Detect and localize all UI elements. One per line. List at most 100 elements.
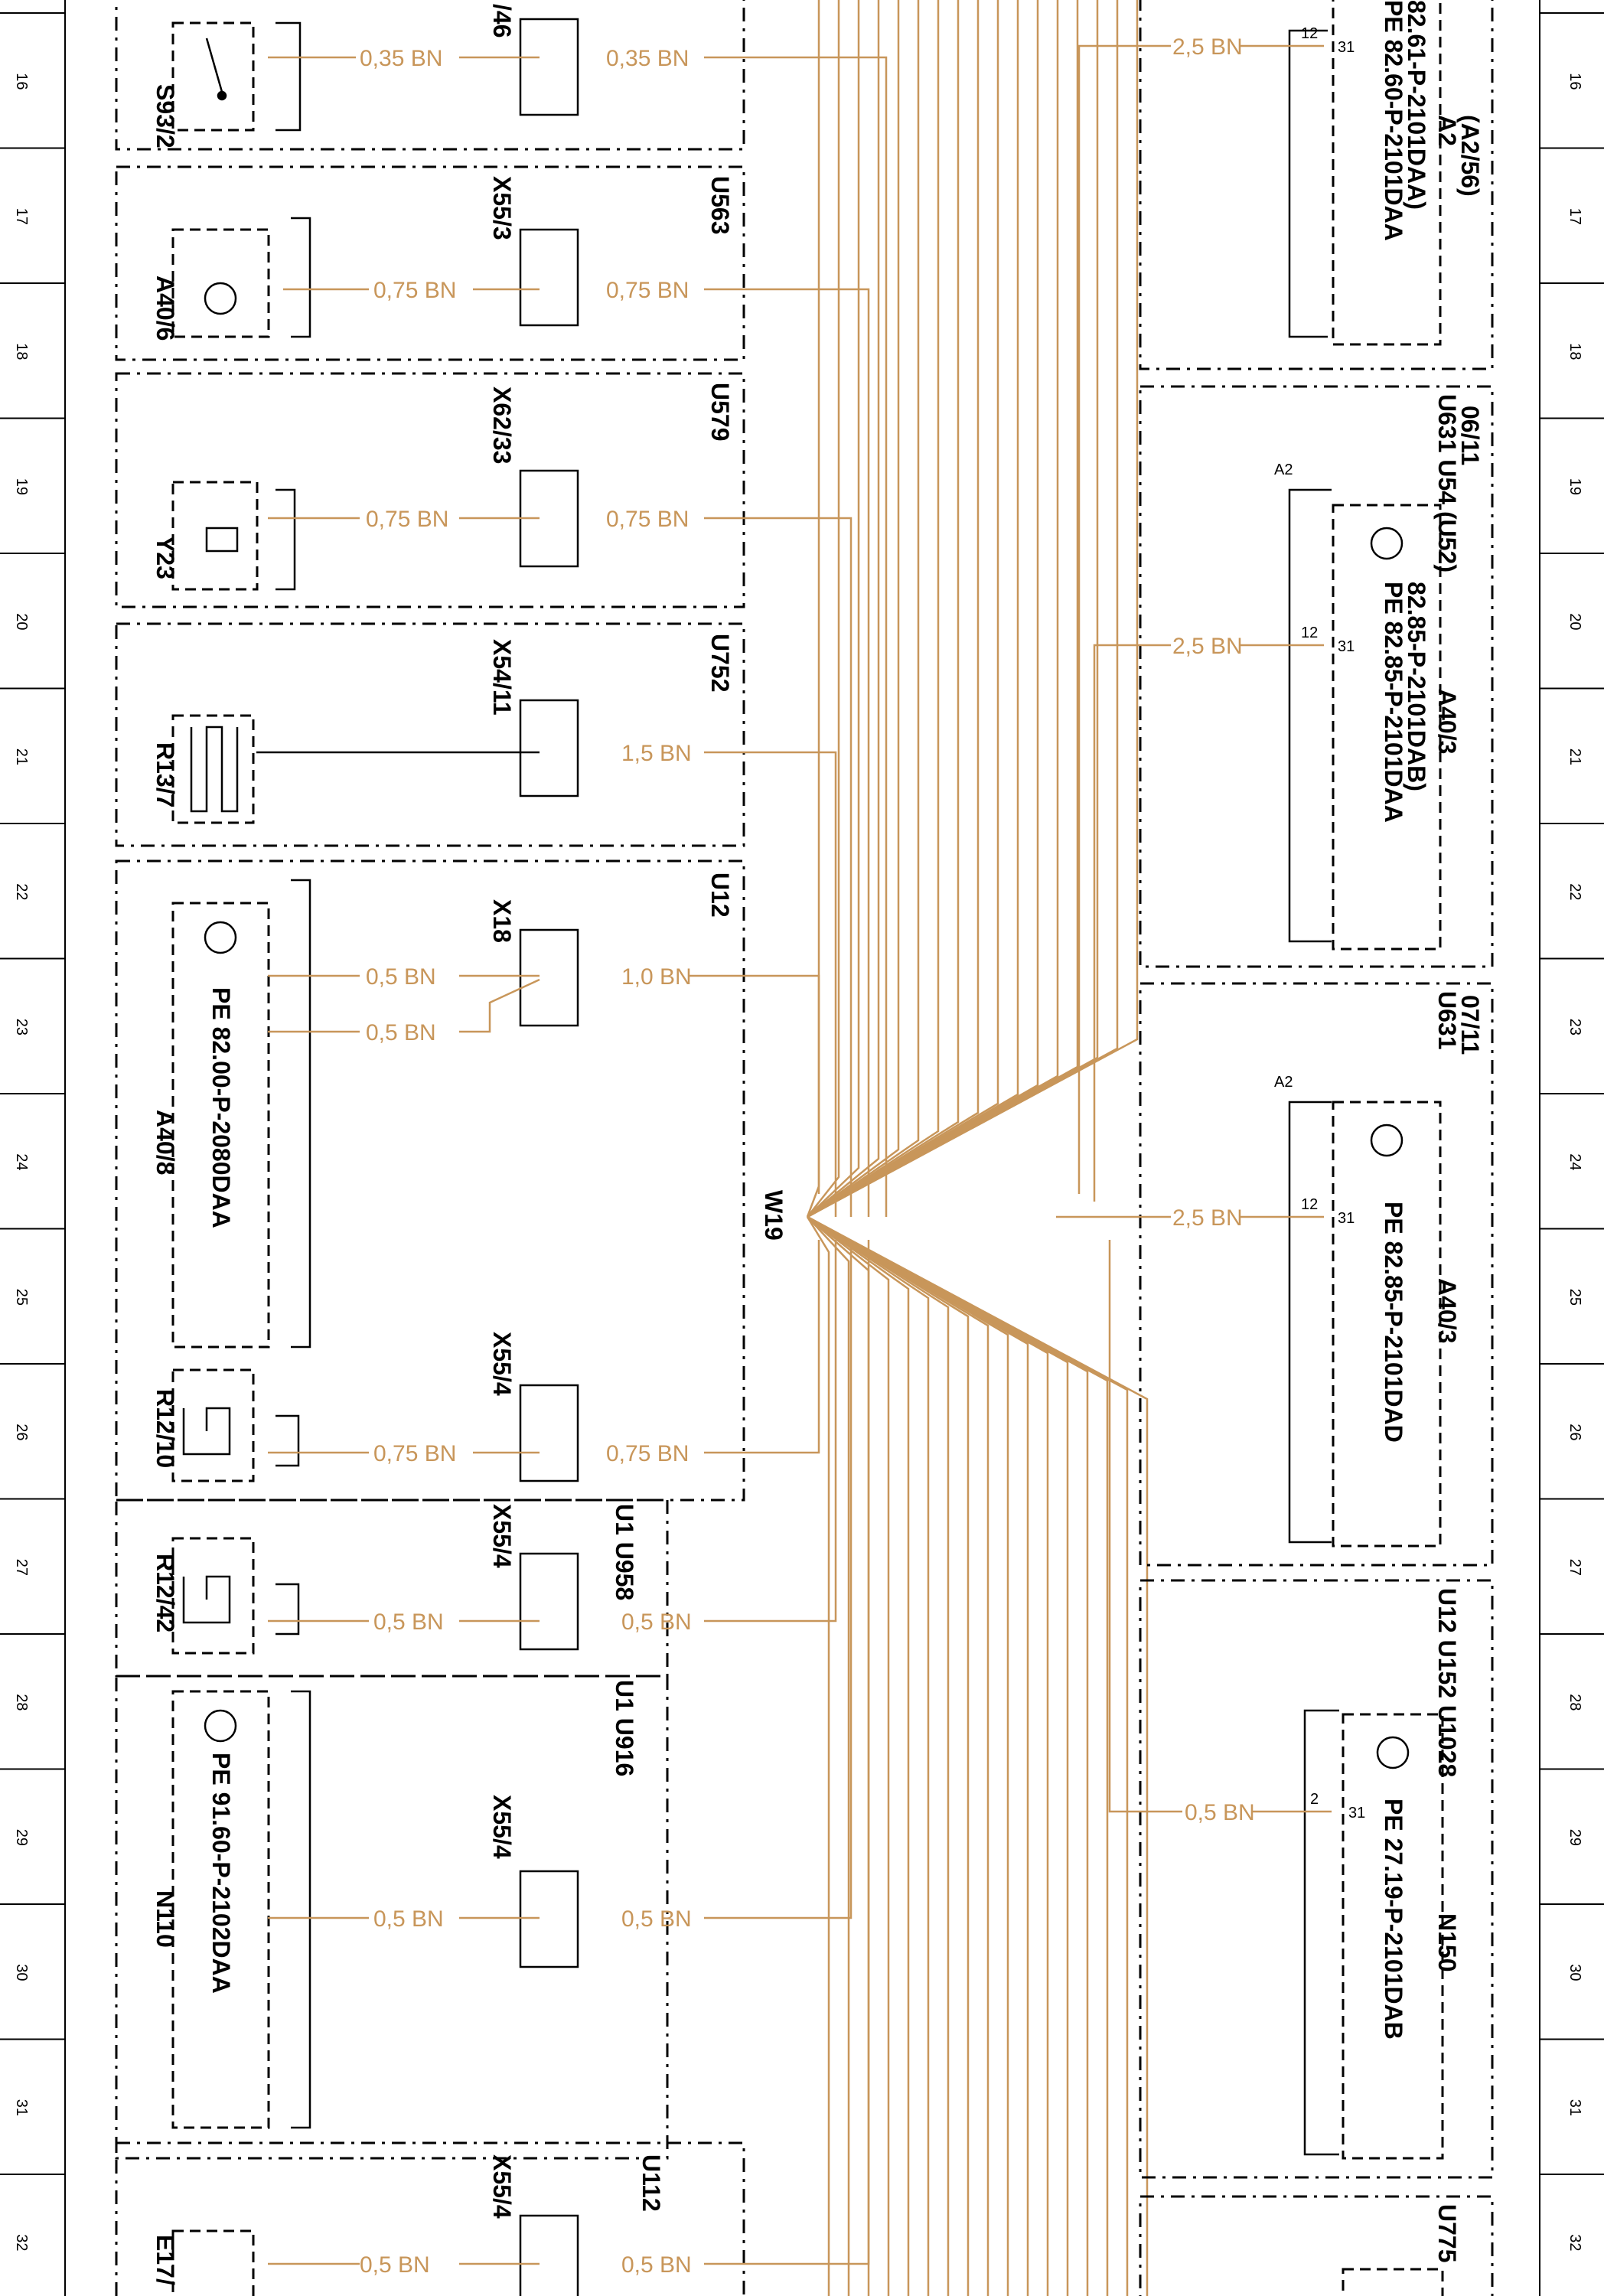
wl-e17-l: 0,5 BN bbox=[360, 2252, 430, 2278]
row-number: 31 bbox=[1567, 2099, 1583, 2116]
bundle-wire bbox=[807, 0, 840, 1218]
comp-A40-3: A40/3 bbox=[1433, 689, 1461, 754]
pe-a40-3b: PE 82.85-P-2101DAD bbox=[1380, 1202, 1407, 1443]
row-number: 32 bbox=[13, 2234, 30, 2251]
wl-y23-r: 0,75 BN bbox=[606, 507, 689, 532]
pe-a2-2: 82.61-P-2101DAA) bbox=[1403, 0, 1430, 210]
bundle-wire bbox=[807, 0, 860, 1218]
component-symbols bbox=[182, 38, 1410, 1769]
row-number: 26 bbox=[13, 1424, 30, 1440]
row-number: 21 bbox=[13, 748, 30, 765]
group-u631-1: U631 U54 (U52) bbox=[1433, 394, 1461, 572]
comp-N150: N150 bbox=[1433, 1913, 1461, 1972]
group-n150: U12 U152 U1028 bbox=[1433, 1588, 1461, 1777]
group-u752: U752 bbox=[706, 634, 734, 693]
bundle-wire bbox=[807, 1215, 930, 2296]
left-wires bbox=[268, 56, 540, 2265]
connector-names: /46 X55/3 X62/33 X54/11 X18 X55/4 X55/4 … bbox=[488, 4, 516, 2219]
row-number: 22 bbox=[1567, 883, 1583, 900]
wl-n110-l: 0,5 BN bbox=[373, 1906, 444, 1932]
group-u631-2: U631 bbox=[1433, 991, 1461, 1050]
wl-r1242-r: 0,5 BN bbox=[621, 1609, 692, 1635]
row-number: 27 bbox=[1567, 1559, 1583, 1576]
group-u563: U563 bbox=[706, 176, 734, 235]
page-frame bbox=[64, 0, 1540, 2296]
group-labels: U563 U579 U752 U12 U1 U958 U1 U916 U112 … bbox=[611, 176, 787, 2212]
bundle-wire bbox=[807, 0, 1039, 1218]
comp-E17: E17/ bbox=[152, 2235, 179, 2285]
row-number: 30 bbox=[13, 1964, 30, 1981]
comp-N110: N110 bbox=[152, 1890, 179, 1948]
bundle-wire bbox=[807, 0, 960, 1218]
conn-x55-4d: X55/4 bbox=[488, 2154, 516, 2219]
bundle-wire bbox=[807, 0, 900, 1218]
row-number: 25 bbox=[1567, 1289, 1583, 1306]
wl-a408-r: 1,0 BN bbox=[621, 964, 692, 990]
pe-a40-3-1: PE 82.85-P-2101DAA bbox=[1380, 582, 1407, 823]
bundle-wire bbox=[807, 0, 1059, 1218]
bundle-label: W19 bbox=[760, 1190, 787, 1241]
bundle-wire bbox=[807, 0, 1139, 1218]
row-number: 17 bbox=[1567, 208, 1583, 225]
group-u579: U579 bbox=[706, 383, 734, 442]
pin-a403-31: 31 bbox=[1338, 638, 1355, 655]
bundle-wire bbox=[807, 1215, 910, 2296]
wl-s93-r: 0,35 BN bbox=[606, 46, 689, 71]
row-number: 32 bbox=[1567, 2234, 1583, 2251]
bundle-wire bbox=[807, 1215, 1149, 2296]
pe-a40-8: PE 82.00-P-2080DAA bbox=[207, 987, 235, 1228]
left-frames bbox=[115, 0, 745, 2296]
ref-a2-2: A2 bbox=[1274, 1074, 1293, 1091]
pe-n150: PE 27.19-P-2101DAB bbox=[1380, 1799, 1407, 2040]
row-number: 23 bbox=[13, 1019, 30, 1035]
conn-x18: X18 bbox=[488, 899, 516, 943]
pe-n110: PE 91.60-P-2102DAA bbox=[207, 1753, 235, 1994]
bundle-wire bbox=[807, 0, 920, 1218]
pe-labels: PE 82.00-P-2080DAA PE 91.60-P-2102DAA PE… bbox=[207, 0, 1430, 2040]
row-number: 16 bbox=[13, 73, 30, 90]
comp-R12-42: R12/42 bbox=[152, 1554, 179, 1632]
pin-a2: 12 bbox=[1301, 25, 1318, 42]
bundle-wire bbox=[807, 1215, 989, 2296]
wl-r1242-l: 0,5 BN bbox=[373, 1609, 444, 1635]
conn-x55-4b: X55/4 bbox=[488, 1504, 516, 1568]
ref-a2-1: A2 bbox=[1274, 461, 1293, 478]
bundle-wire bbox=[807, 1216, 870, 2296]
pin-a403: 12 bbox=[1301, 625, 1318, 641]
bundle-wire bbox=[807, 0, 1119, 1218]
wl-n110-r: 0,5 BN bbox=[621, 1906, 692, 1932]
row-number: 28 bbox=[13, 1694, 30, 1711]
wl-a403: 2,5 BN bbox=[1172, 634, 1243, 659]
comp-Y23: Y23 bbox=[152, 536, 179, 579]
bundle-wire bbox=[807, 1216, 890, 2296]
row-number: 28 bbox=[1567, 1694, 1583, 1711]
group-u112: U112 bbox=[637, 2154, 665, 2212]
group-u916: U1 U916 bbox=[611, 1680, 638, 1776]
wl-s93-l: 0,35 BN bbox=[360, 46, 442, 71]
wl-y23-l: 0,75 BN bbox=[366, 507, 448, 532]
comp-S93-2: S93/2 bbox=[152, 84, 179, 148]
wl-r1210-r: 0,75 BN bbox=[606, 1441, 689, 1466]
wl-a2: 2,5 BN bbox=[1172, 34, 1243, 60]
pin-a2-31: 31 bbox=[1338, 39, 1355, 56]
pin-a403b: 12 bbox=[1301, 1196, 1318, 1213]
row-number: 29 bbox=[13, 1829, 30, 1846]
right-wires bbox=[1240, 44, 1332, 1813]
bundle-wire bbox=[807, 1215, 1029, 2296]
row-number: 27 bbox=[13, 1559, 30, 1576]
conn-x54-11: X54/11 bbox=[488, 639, 516, 716]
component-labels: S93/2 A40/6 Y23 R13/7 A40/8 R12/10 R12/4… bbox=[152, 84, 179, 2285]
wl-a408-l: 0,5 BN bbox=[366, 964, 436, 990]
row-number: 19 bbox=[13, 478, 30, 495]
row-number: 17 bbox=[13, 208, 30, 225]
row-number: 30 bbox=[1567, 1964, 1583, 1981]
bundle-wire bbox=[807, 1215, 1109, 2296]
comp-A40-8: A40/8 bbox=[152, 1110, 179, 1175]
wl-a406-r: 0,75 BN bbox=[606, 278, 689, 303]
comp-R12-10: R12/10 bbox=[152, 1389, 179, 1468]
row-number: 18 bbox=[1567, 343, 1583, 360]
wl-a403b: 2,5 BN bbox=[1172, 1205, 1243, 1231]
row-number: 24 bbox=[1567, 1153, 1583, 1170]
wire-bundle-w19 bbox=[806, 0, 1149, 2296]
connector-symbols bbox=[275, 18, 1339, 2296]
